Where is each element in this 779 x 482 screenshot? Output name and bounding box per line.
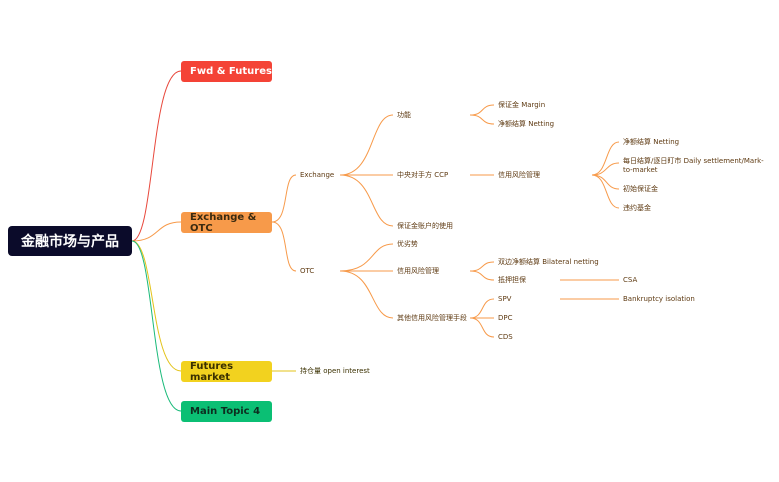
central-topic[interactable]: 金融市场与产品 xyxy=(8,226,132,256)
node-dpc[interactable]: DPC xyxy=(498,314,513,322)
node-client-assets[interactable]: 保证金账户的使用 xyxy=(397,222,453,230)
node-cds[interactable]: CDS xyxy=(498,333,513,341)
topic-exchange-otc[interactable]: Exchange & OTC xyxy=(181,212,272,234)
node-netting[interactable]: 净额结算 Netting xyxy=(498,120,555,128)
node-function[interactable]: 功能 xyxy=(397,111,411,119)
node-other-means[interactable]: 其他信用风险管理手段 xyxy=(397,314,467,322)
node-ccp[interactable]: 中央对手方 CCP xyxy=(397,171,449,179)
node-net-settlement[interactable]: 净额结算 Netting xyxy=(623,138,680,146)
node-open-interest[interactable]: 持仓量 open interest xyxy=(300,367,370,375)
node-daily-settlement[interactable]: 每日结算/逐日盯市 Daily settlement/Mark-to-marke… xyxy=(623,157,764,174)
node-exchange[interactable]: Exchange xyxy=(300,171,335,179)
node-otc[interactable]: OTC xyxy=(300,267,315,275)
topic-main-4[interactable]: Main Topic 4 xyxy=(181,401,272,422)
node-bilateral-netting[interactable]: 双边净额结算 Bilateral netting xyxy=(498,258,599,266)
topic-fwd-futures[interactable]: Fwd & Futures xyxy=(181,61,272,82)
node-margin[interactable]: 保证金 Margin xyxy=(498,101,546,109)
node-spv[interactable]: SPV xyxy=(498,295,512,303)
node-otc-credit-risk[interactable]: 信用风险管理 xyxy=(397,267,439,275)
node-csa[interactable]: CSA xyxy=(623,276,638,284)
node-credit-risk[interactable]: 信用风险管理 xyxy=(498,171,540,179)
node-default-fund[interactable]: 违约基金 xyxy=(623,204,651,212)
node-bankruptcy-isolation[interactable]: Bankruptcy isolation xyxy=(623,295,695,303)
node-collateral[interactable]: 抵押担保 xyxy=(498,276,526,284)
node-initial-margin[interactable]: 初始保证金 xyxy=(623,185,658,193)
topic-futures-market[interactable]: Futures market xyxy=(181,361,272,383)
node-advantage[interactable]: 优劣势 xyxy=(397,240,418,248)
